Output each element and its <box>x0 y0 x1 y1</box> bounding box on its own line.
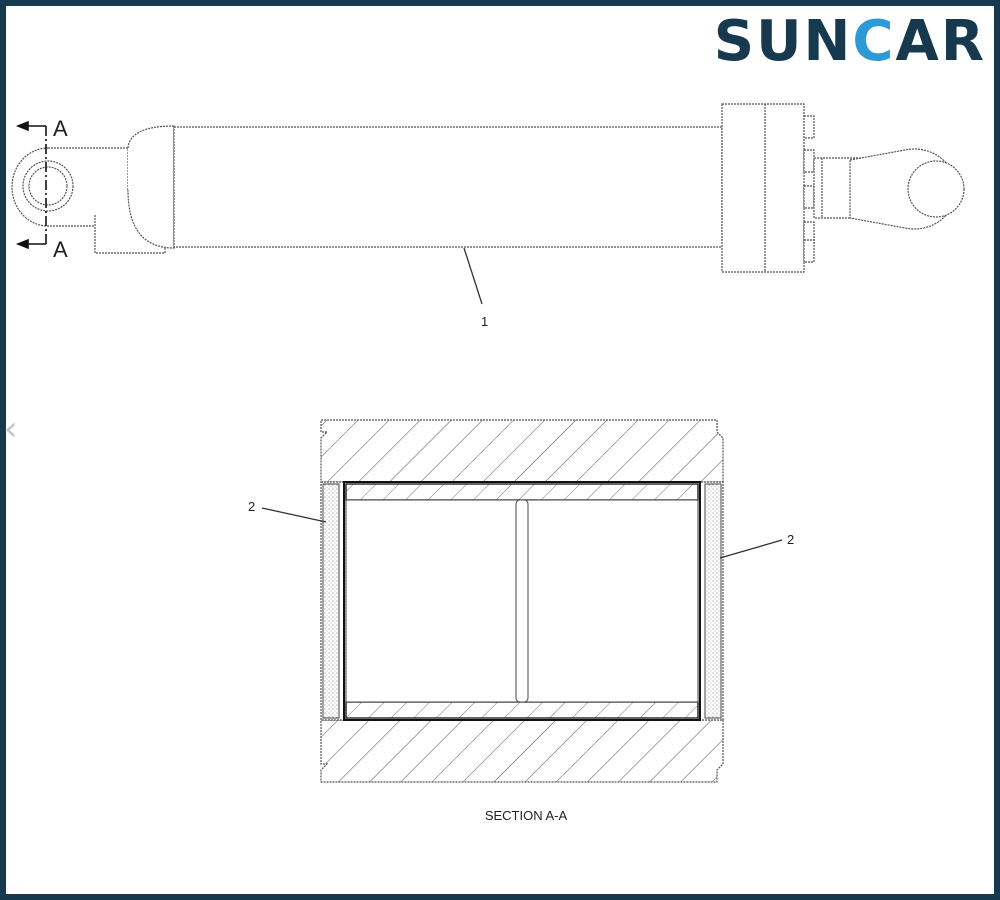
housing-bottom <box>320 719 724 783</box>
flange-bolt <box>803 185 815 209</box>
housing-top <box>320 419 724 483</box>
section-view <box>320 419 724 783</box>
callout-label-2-right: 2 <box>787 532 794 547</box>
sleeve-outline <box>343 481 701 721</box>
rod-end-eye-bore <box>907 160 965 218</box>
callout-label-1: 1 <box>481 314 488 329</box>
bearing-left <box>322 483 340 719</box>
flange-bolt <box>803 239 815 263</box>
callout-label-2-left: 2 <box>248 499 255 514</box>
head-end-collar <box>127 125 175 249</box>
head-end-eye-bore <box>28 166 68 206</box>
chevron-left-icon[interactable]: ‹ <box>4 409 18 449</box>
callout-leader-1 <box>463 247 483 305</box>
flange-bolt <box>803 115 815 139</box>
section-caption: SECTION A-A <box>485 808 568 823</box>
sleeve-top <box>345 483 699 501</box>
section-marker-top: A <box>53 116 68 141</box>
section-marker-bottom: A <box>53 237 68 262</box>
cylinder-barrel <box>173 126 723 248</box>
cylinder-assembly <box>11 103 965 273</box>
logo-text-part1: SUN <box>713 9 853 74</box>
bearing-right <box>704 483 722 719</box>
rod-end-flange <box>721 103 805 273</box>
callout-leader-2-right <box>719 539 783 559</box>
callout-leader-2-left <box>261 507 327 523</box>
logo-text-part2: C <box>852 9 896 74</box>
section-line-a-a <box>15 120 47 250</box>
flange-bolt <box>803 149 815 173</box>
brand-logo: SUNCAR <box>714 14 986 70</box>
grease-groove <box>515 499 529 703</box>
sleeve-bottom <box>345 701 699 719</box>
logo-text-part3: AR <box>895 9 986 74</box>
